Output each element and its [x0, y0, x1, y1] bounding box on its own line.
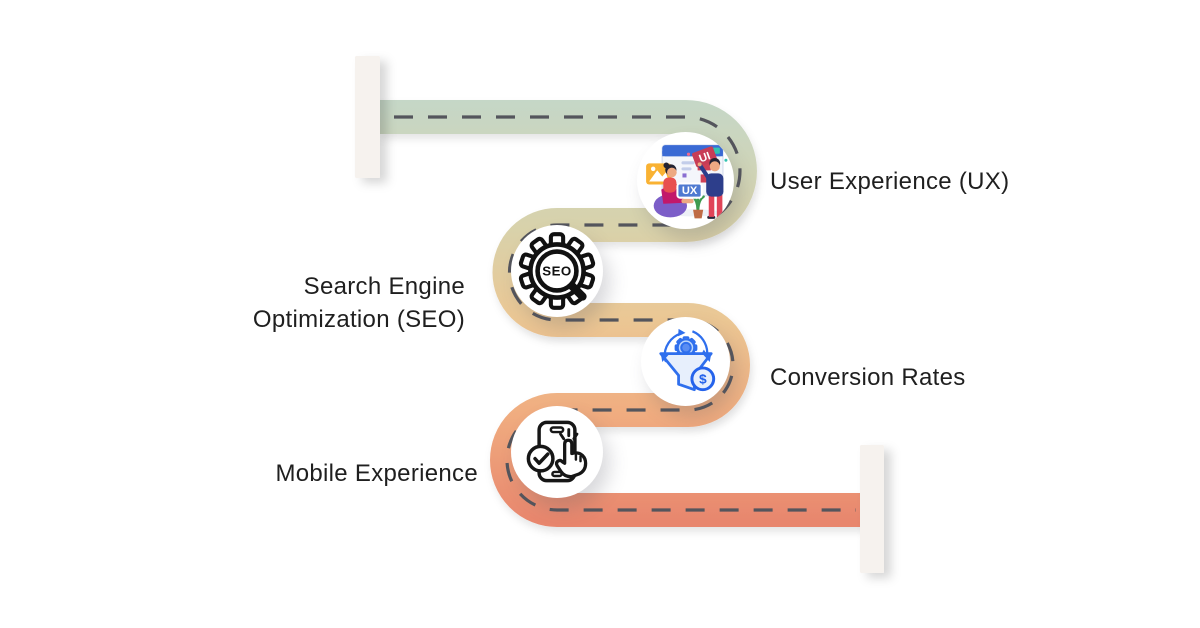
seo-gear-magnifier-icon: SEO [518, 232, 596, 310]
milestone-badge-conversion: $ [641, 317, 730, 406]
svg-text:UI: UI [698, 150, 713, 165]
magnifier-handle [566, 280, 587, 301]
ux-tag: UX [676, 182, 703, 199]
milestone-label-ux: User Experience (UX) [770, 168, 1010, 195]
confetti-dot [724, 158, 728, 162]
designer-woman [653, 162, 694, 218]
svg-text:$: $ [699, 371, 707, 387]
svg-text:UX: UX [682, 185, 698, 197]
ui-sign: UI [692, 146, 717, 168]
tap-sparks [559, 428, 579, 441]
magnifier-lens [535, 249, 579, 293]
ux-illustration-icon: UI [646, 144, 728, 219]
finger-separations [574, 453, 582, 463]
end-marker-bar [860, 445, 884, 573]
designer-man [697, 157, 725, 219]
confetti-dot [686, 152, 691, 156]
funnel [659, 352, 713, 392]
start-marker-bar [355, 56, 380, 178]
check-circle-icon [526, 444, 555, 473]
tap-hand-icon [554, 438, 588, 479]
conversion-funnel-icon: $ [659, 328, 716, 392]
milestone-badge-mobile [511, 406, 603, 498]
milestone-label-mobile: Mobile Experience [275, 460, 478, 487]
milestone-badge-seo: SEO [511, 225, 603, 317]
milestone-badge-ux: UI [637, 132, 734, 229]
milestone-label-conversion: Conversion Rates [770, 364, 966, 391]
seo-lens-text: SEO [542, 264, 572, 279]
milestone-label-seo: Search Engine Optimization (SEO) [252, 273, 465, 333]
dollar-coin-icon: $ [690, 366, 716, 392]
mobile-tap-icon [526, 420, 588, 483]
